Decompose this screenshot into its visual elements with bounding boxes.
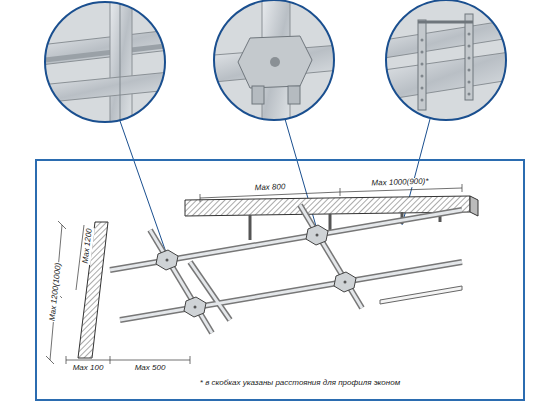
dimension-label: Max 1200(1000) — [48, 262, 63, 323]
dimension-label: Max 800 — [254, 183, 287, 193]
dimension-label: Max 100 — [72, 364, 105, 373]
dimension-label: Max 1000(900)* — [370, 178, 429, 189]
footnote: * в скобках указаны расстояния для профи… — [199, 379, 401, 388]
dimension-label: Max 500 — [134, 364, 167, 373]
